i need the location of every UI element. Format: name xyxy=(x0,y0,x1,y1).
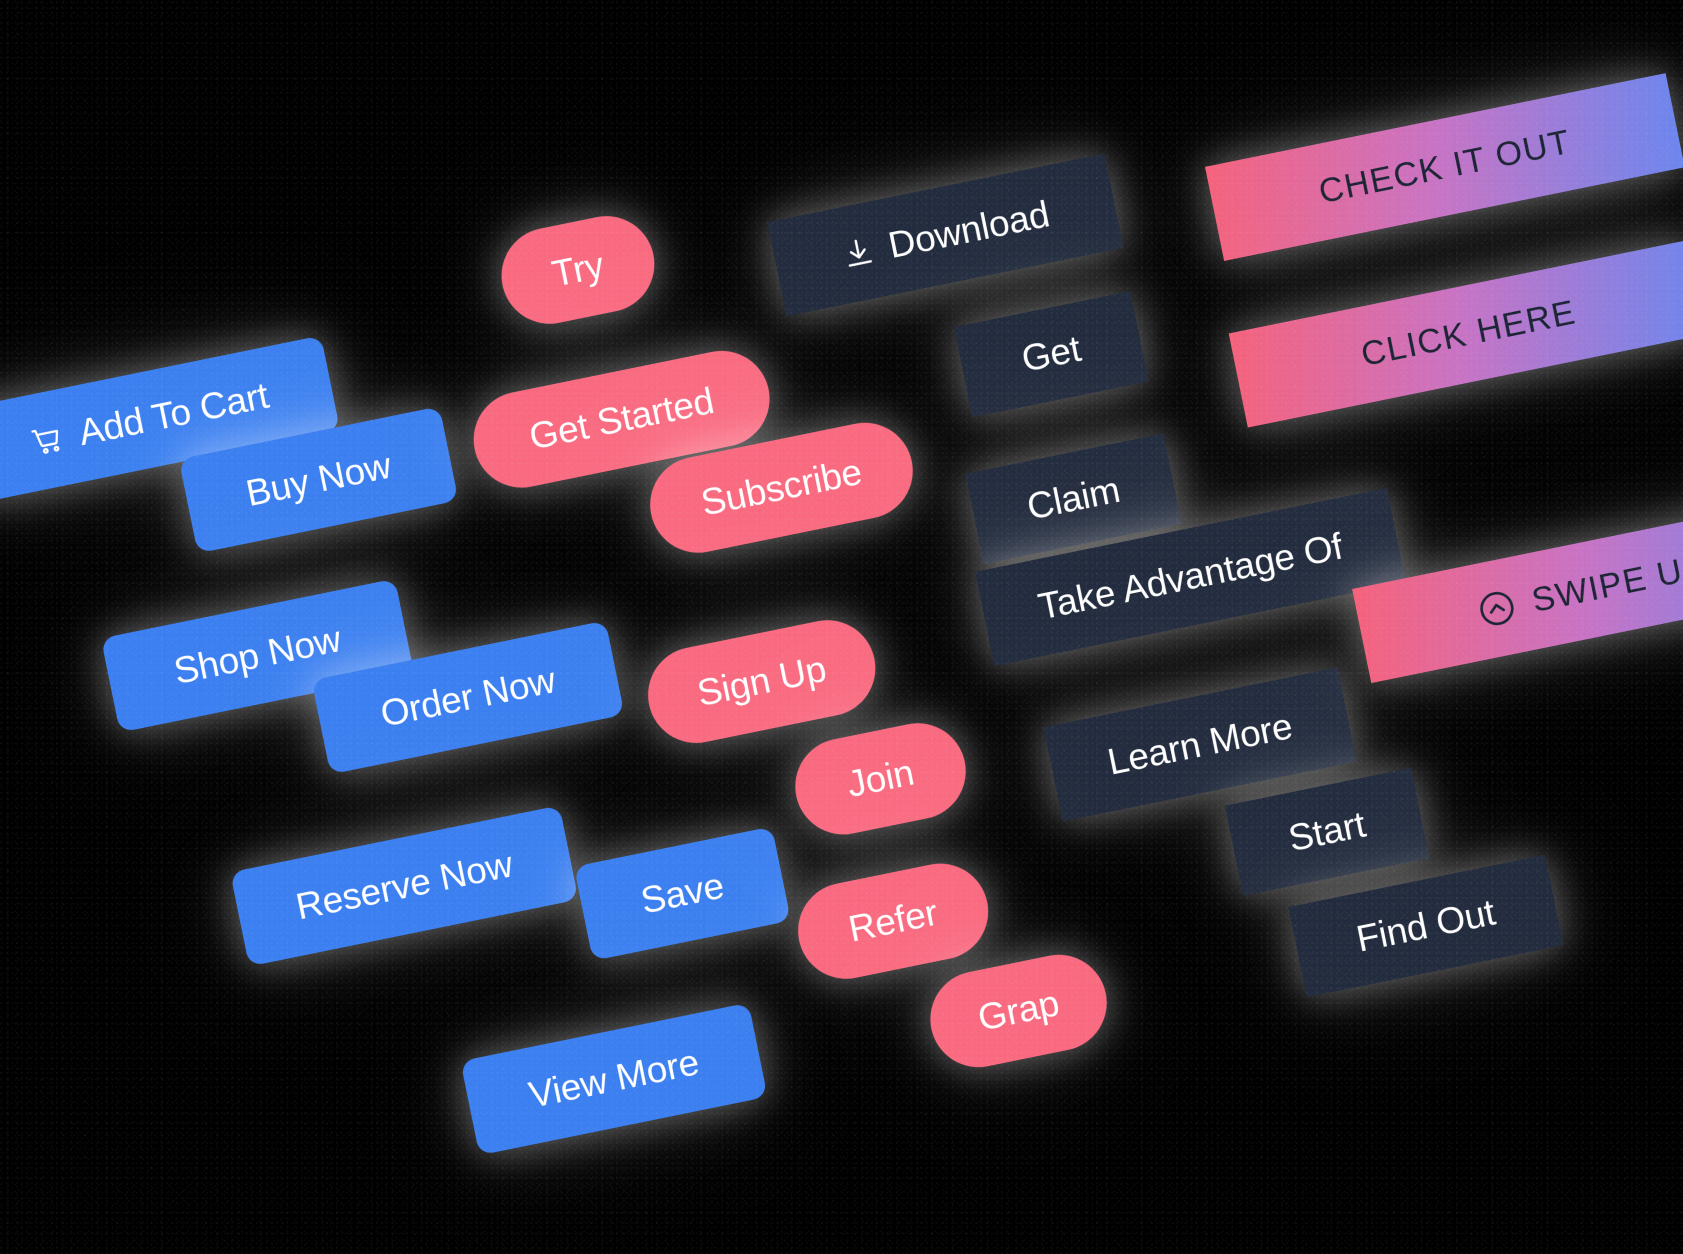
cta-button-label: Join xyxy=(843,751,918,806)
cta-button-save[interactable]: Save xyxy=(573,826,791,961)
cta-button-label: Reserve Now xyxy=(292,843,517,928)
cta-button-label: Refer xyxy=(845,891,941,950)
cta-button-click-here[interactable]: Click Here xyxy=(1228,239,1683,428)
cta-button-label: Get xyxy=(1018,327,1085,380)
shopping-cart-icon xyxy=(27,420,67,460)
cta-button-label: Add To Cart xyxy=(75,374,272,454)
cta-button-label: Claim xyxy=(1023,468,1124,528)
cta-button-label: Subscribe xyxy=(697,450,866,524)
cta-button-try[interactable]: Try xyxy=(492,207,663,333)
cta-button-label: View More xyxy=(525,1041,703,1116)
cta-button-label: Get Started xyxy=(525,380,718,458)
cta-button-label: Grap xyxy=(974,982,1063,1039)
cta-button-label: Check It Out xyxy=(1315,122,1575,211)
download-icon xyxy=(839,234,877,272)
cta-button-sign-up[interactable]: Sign Up xyxy=(639,611,884,752)
cta-button-label: Try xyxy=(548,244,608,295)
cta-button-swipe-up[interactable]: Swipe Up xyxy=(1352,495,1683,684)
cta-button-label: Swipe Up xyxy=(1528,546,1683,620)
cta-button-label: Buy Now xyxy=(242,444,395,515)
cta-button-label: Learn More xyxy=(1104,705,1296,783)
cta-button-view-more[interactable]: View More xyxy=(460,1002,768,1156)
cta-button-add-to-cart[interactable]: Add To Cart xyxy=(0,335,341,504)
cta-button-label: Save xyxy=(637,864,728,922)
cta-button-grap[interactable]: Grap xyxy=(921,946,1116,1076)
cta-button-check-it-out[interactable]: Check It Out xyxy=(1205,73,1683,261)
cta-button-reserve-now[interactable]: Reserve Now xyxy=(230,805,579,967)
cta-button-get[interactable]: Get xyxy=(953,291,1149,418)
cta-button-label: Download xyxy=(884,193,1053,267)
cta-button-label: Order Now xyxy=(377,659,559,735)
cta-button-start[interactable]: Start xyxy=(1224,767,1430,896)
chevron-up-circle-icon xyxy=(1474,585,1521,632)
cta-button-label: Start xyxy=(1285,803,1369,860)
cta-button-join[interactable]: Join xyxy=(786,714,975,844)
cta-button-label: Find Out xyxy=(1352,891,1499,960)
cta-button-label: Click Here xyxy=(1357,292,1580,374)
cta-button-label: Sign Up xyxy=(693,648,830,715)
cta-button-refer[interactable]: Refer xyxy=(789,855,997,988)
cta-button-download[interactable]: Download xyxy=(767,153,1124,317)
